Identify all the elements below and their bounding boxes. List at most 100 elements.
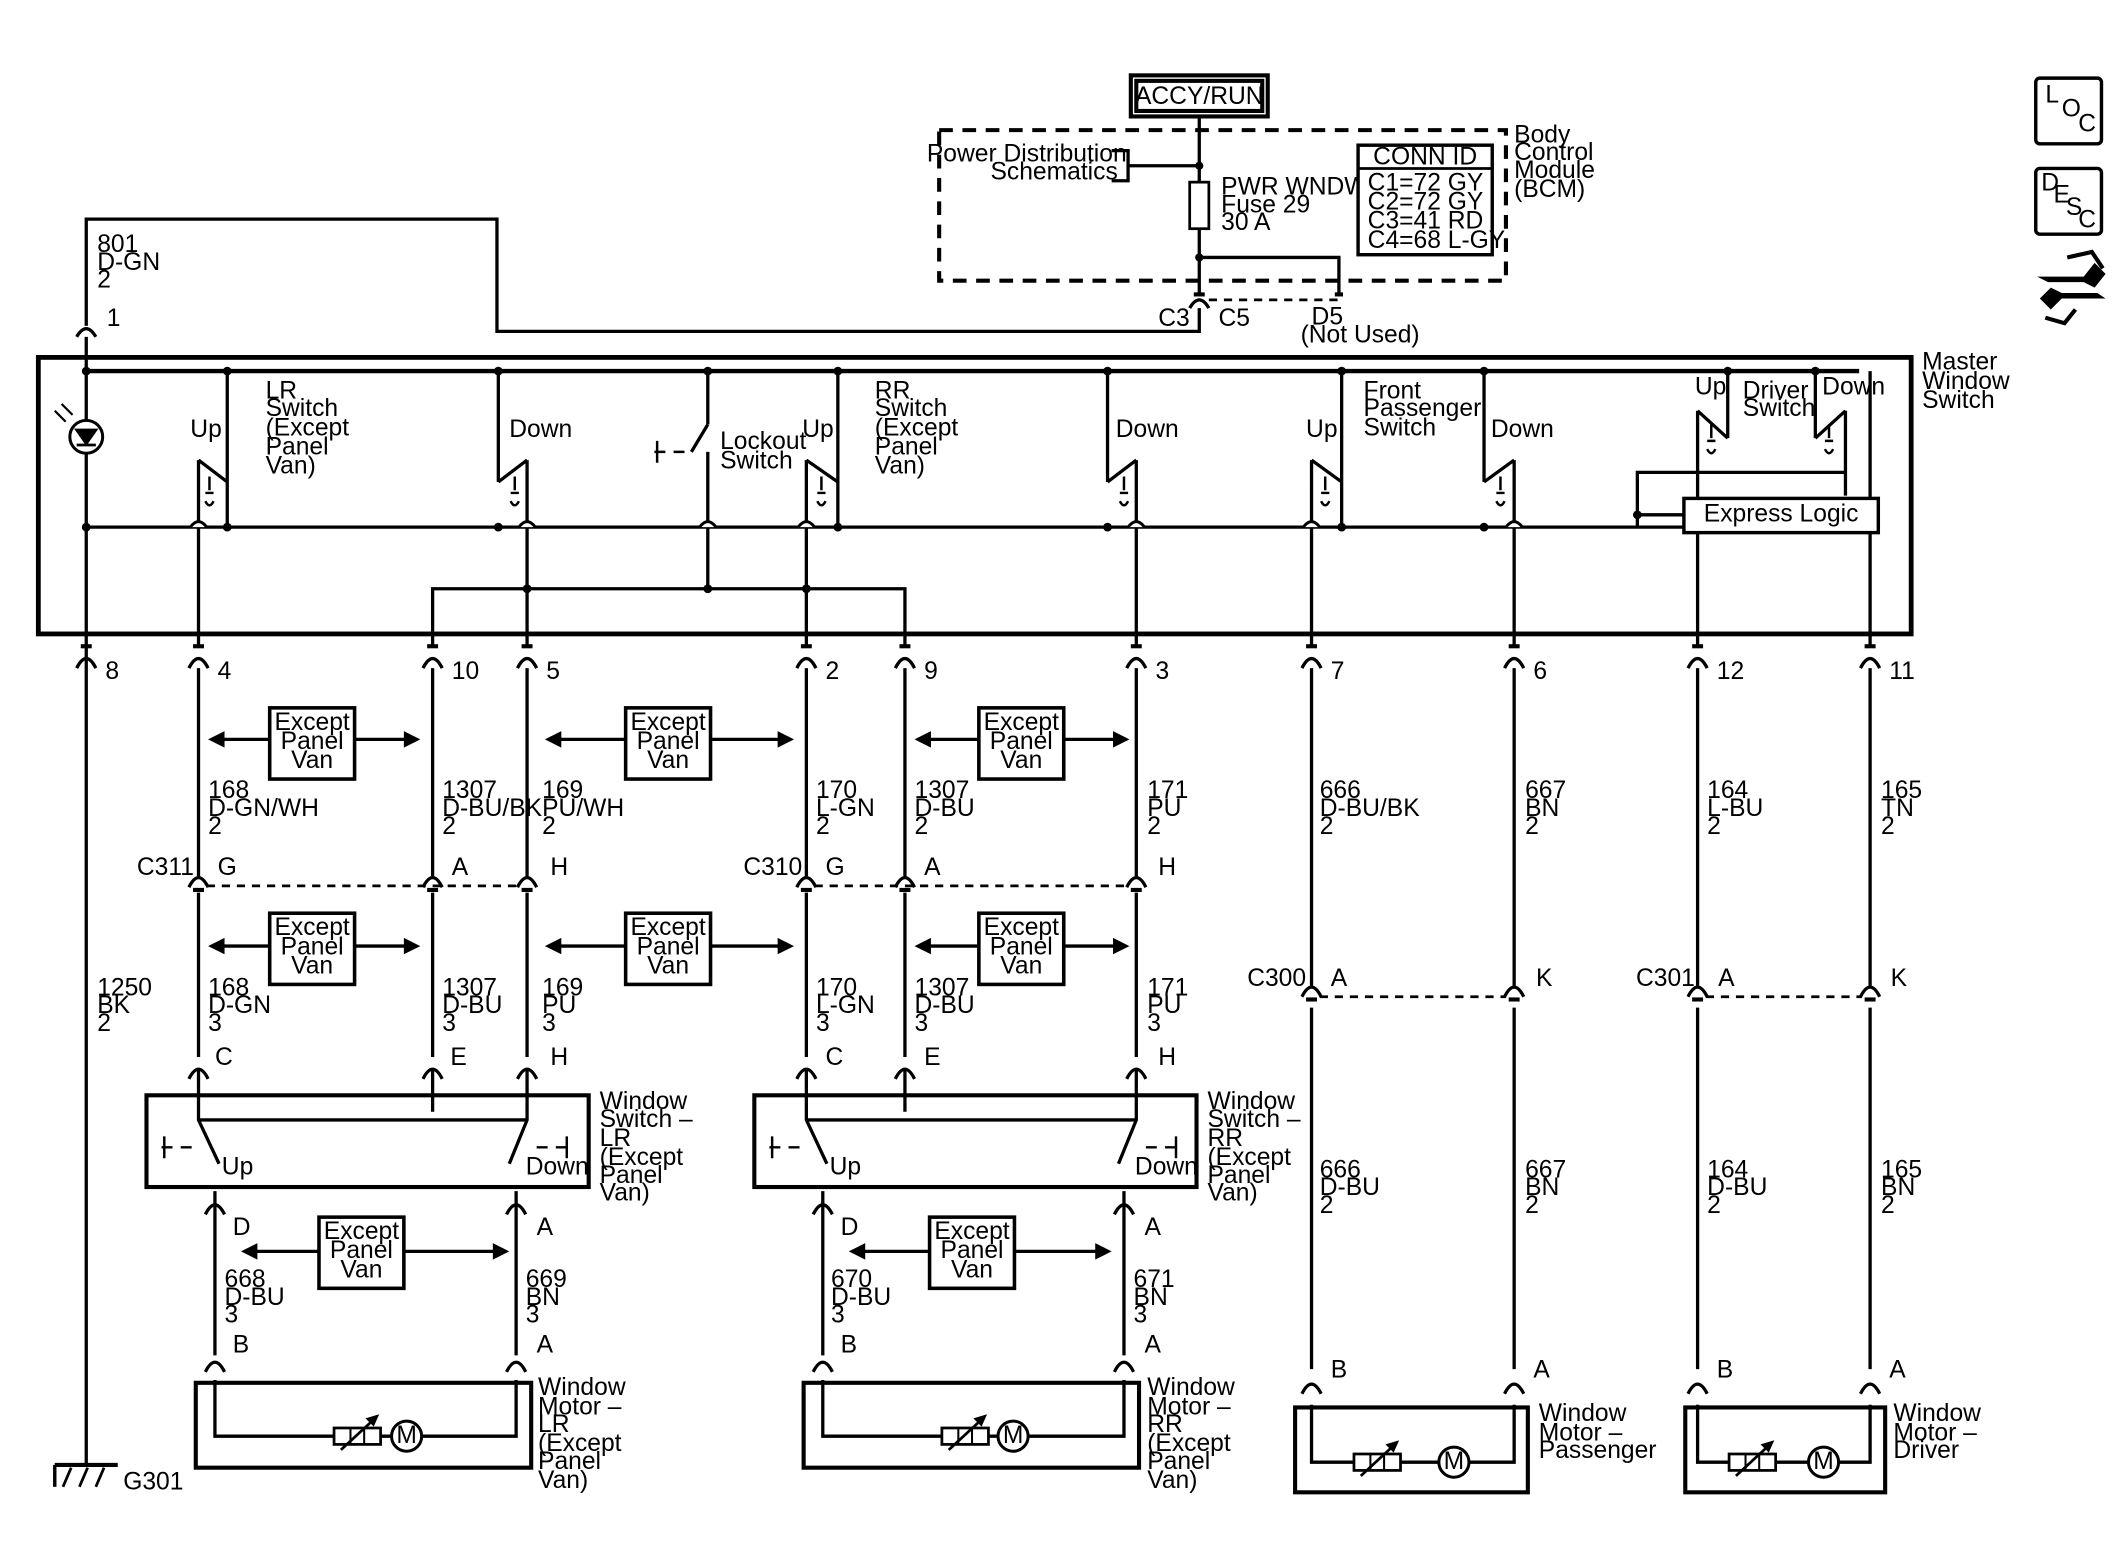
master-pin-cup <box>1300 656 1323 669</box>
inline-cup <box>1686 985 1709 998</box>
master-pin-number: 9 <box>924 658 938 685</box>
wire-label: D-BU <box>225 1284 285 1311</box>
svg-text:Up: Up <box>830 1154 861 1181</box>
wire-label: 169 <box>542 777 583 804</box>
wire-label: 3 <box>526 1302 540 1329</box>
svg-text:B: B <box>1717 1356 1733 1383</box>
epv-box <box>267 911 357 987</box>
epv-text: Except <box>630 914 705 941</box>
switch-pin-labels: C E H C E H D A D A B A B A B A B A <box>215 1044 1906 1383</box>
wire-label: 3 <box>1134 1302 1148 1329</box>
svg-text:Panel: Panel <box>538 1448 601 1475</box>
wire-label: 170 <box>816 974 857 1001</box>
epv-text: Panel <box>941 1237 1004 1264</box>
svg-text:Driver: Driver <box>1743 377 1809 404</box>
arrow-left-icon <box>544 731 562 748</box>
svg-text:LR: LR <box>538 1411 569 1438</box>
svg-text:Down: Down <box>526 1154 589 1181</box>
arrow-right-icon <box>1095 1243 1112 1260</box>
epv-text: Except <box>984 914 1059 941</box>
epv-text: Except <box>934 1218 1009 1245</box>
svg-text:C3: C3 <box>1158 305 1189 332</box>
wire-label: 671 <box>1134 1266 1175 1293</box>
epv-text: Van <box>951 1256 993 1283</box>
wire-label: D-BU <box>1320 1174 1380 1201</box>
arrow-left-icon <box>240 1243 258 1260</box>
svg-text:Front: Front <box>1364 377 1422 404</box>
svg-text:H: H <box>1158 854 1176 881</box>
svg-text:Panel: Panel <box>600 1162 663 1189</box>
svg-text:(Not Used): (Not Used) <box>1301 321 1420 348</box>
wire-label: 168 <box>208 777 249 804</box>
epv-text: Panel <box>990 728 1053 755</box>
motor-housing <box>801 1380 1142 1470</box>
epv-text: Panel <box>281 933 344 960</box>
svg-text:Panel: Panel <box>1207 1162 1270 1189</box>
svg-text:C301: C301 <box>1636 965 1695 992</box>
epv-text: Van <box>291 952 333 979</box>
wire-label: L-GN <box>816 992 875 1019</box>
svg-text:Panel: Panel <box>266 434 329 461</box>
svg-text:Schematics: Schematics <box>991 158 1118 185</box>
master-pin-number: 7 <box>1331 658 1345 685</box>
svg-text:Down: Down <box>1822 373 1885 400</box>
wire-label: 669 <box>526 1266 567 1293</box>
svg-text:C3=41 RD: C3=41 RD <box>1368 208 1484 235</box>
arrow-right-icon <box>403 731 421 748</box>
svg-text:CONN ID: CONN ID <box>1373 143 1477 170</box>
wire-label: 2 <box>1707 813 1721 840</box>
motor-housing <box>193 1380 534 1470</box>
arrowhead-icon <box>365 1414 380 1427</box>
wire-label: D-BU/BK <box>1320 795 1420 822</box>
master-pin-number: 6 <box>1533 658 1547 685</box>
wire-label: 667 <box>1525 1156 1566 1183</box>
epv-box <box>977 911 1066 987</box>
wire-label: 3 <box>208 1010 222 1037</box>
junction-dots <box>81 366 1820 594</box>
svg-text:Passenger: Passenger <box>1539 1437 1657 1464</box>
harness-wires <box>187 668 1882 1395</box>
svg-text:A: A <box>1889 1356 1906 1383</box>
motor-labels: Window Motor – LR (Except Panel Van) Win… <box>538 1374 1981 1494</box>
switch-out-cup <box>505 1203 528 1216</box>
inline-cup <box>1859 985 1882 998</box>
svg-text:A: A <box>1145 1214 1162 1241</box>
motor-m-icon <box>1437 1445 1471 1479</box>
motor-cup <box>1300 1382 1323 1395</box>
wire-label: PU <box>1147 992 1181 1019</box>
epv-text: Van <box>647 747 689 774</box>
svg-text:Master: Master <box>1922 349 1997 376</box>
svg-text:Up: Up <box>222 1154 253 1181</box>
svg-text:Van): Van) <box>266 453 316 480</box>
switch-actuator-icons <box>204 424 1835 507</box>
svg-text:Panel: Panel <box>1147 1448 1210 1475</box>
loc-icon[interactable]: L O C <box>2034 76 2104 146</box>
wire-label: 164 <box>1707 1156 1748 1183</box>
svg-text:Window: Window <box>600 1088 688 1115</box>
navigation-arrows-icon[interactable] <box>2037 249 2106 326</box>
wire-label: 2 <box>1320 813 1334 840</box>
svg-text:LR: LR <box>600 1125 631 1152</box>
wire-label: 164 <box>1707 777 1748 804</box>
svg-text:Switch: Switch <box>1922 387 1995 414</box>
switch-out-cup <box>1112 1203 1136 1216</box>
wire-label: D-GN <box>208 992 271 1019</box>
motor-cup <box>1112 1360 1136 1373</box>
motor-cup <box>505 1360 528 1373</box>
wire-label: 666 <box>1320 1156 1361 1183</box>
wire-label: 2 <box>915 813 929 840</box>
desc-icon[interactable]: D E S C <box>2034 166 2104 236</box>
epv-text: Van <box>1000 952 1042 979</box>
svg-text:D: D <box>841 1214 859 1241</box>
wire-label: 2 <box>1525 813 1539 840</box>
epv-box <box>317 1215 406 1291</box>
wire-label: 3 <box>1147 1010 1161 1037</box>
wire-label: 170 <box>816 777 857 804</box>
arrow-left-icon <box>914 731 931 748</box>
svg-text:A: A <box>1718 965 1735 992</box>
window-switch-lr: Up Down Window Switch – LR (Except Panel… <box>144 1067 693 1207</box>
wire-label: 2 <box>542 813 556 840</box>
epv-text: Van <box>1000 747 1042 774</box>
fuse-29-icon <box>1188 180 1211 231</box>
svg-text:A: A <box>537 1332 554 1359</box>
